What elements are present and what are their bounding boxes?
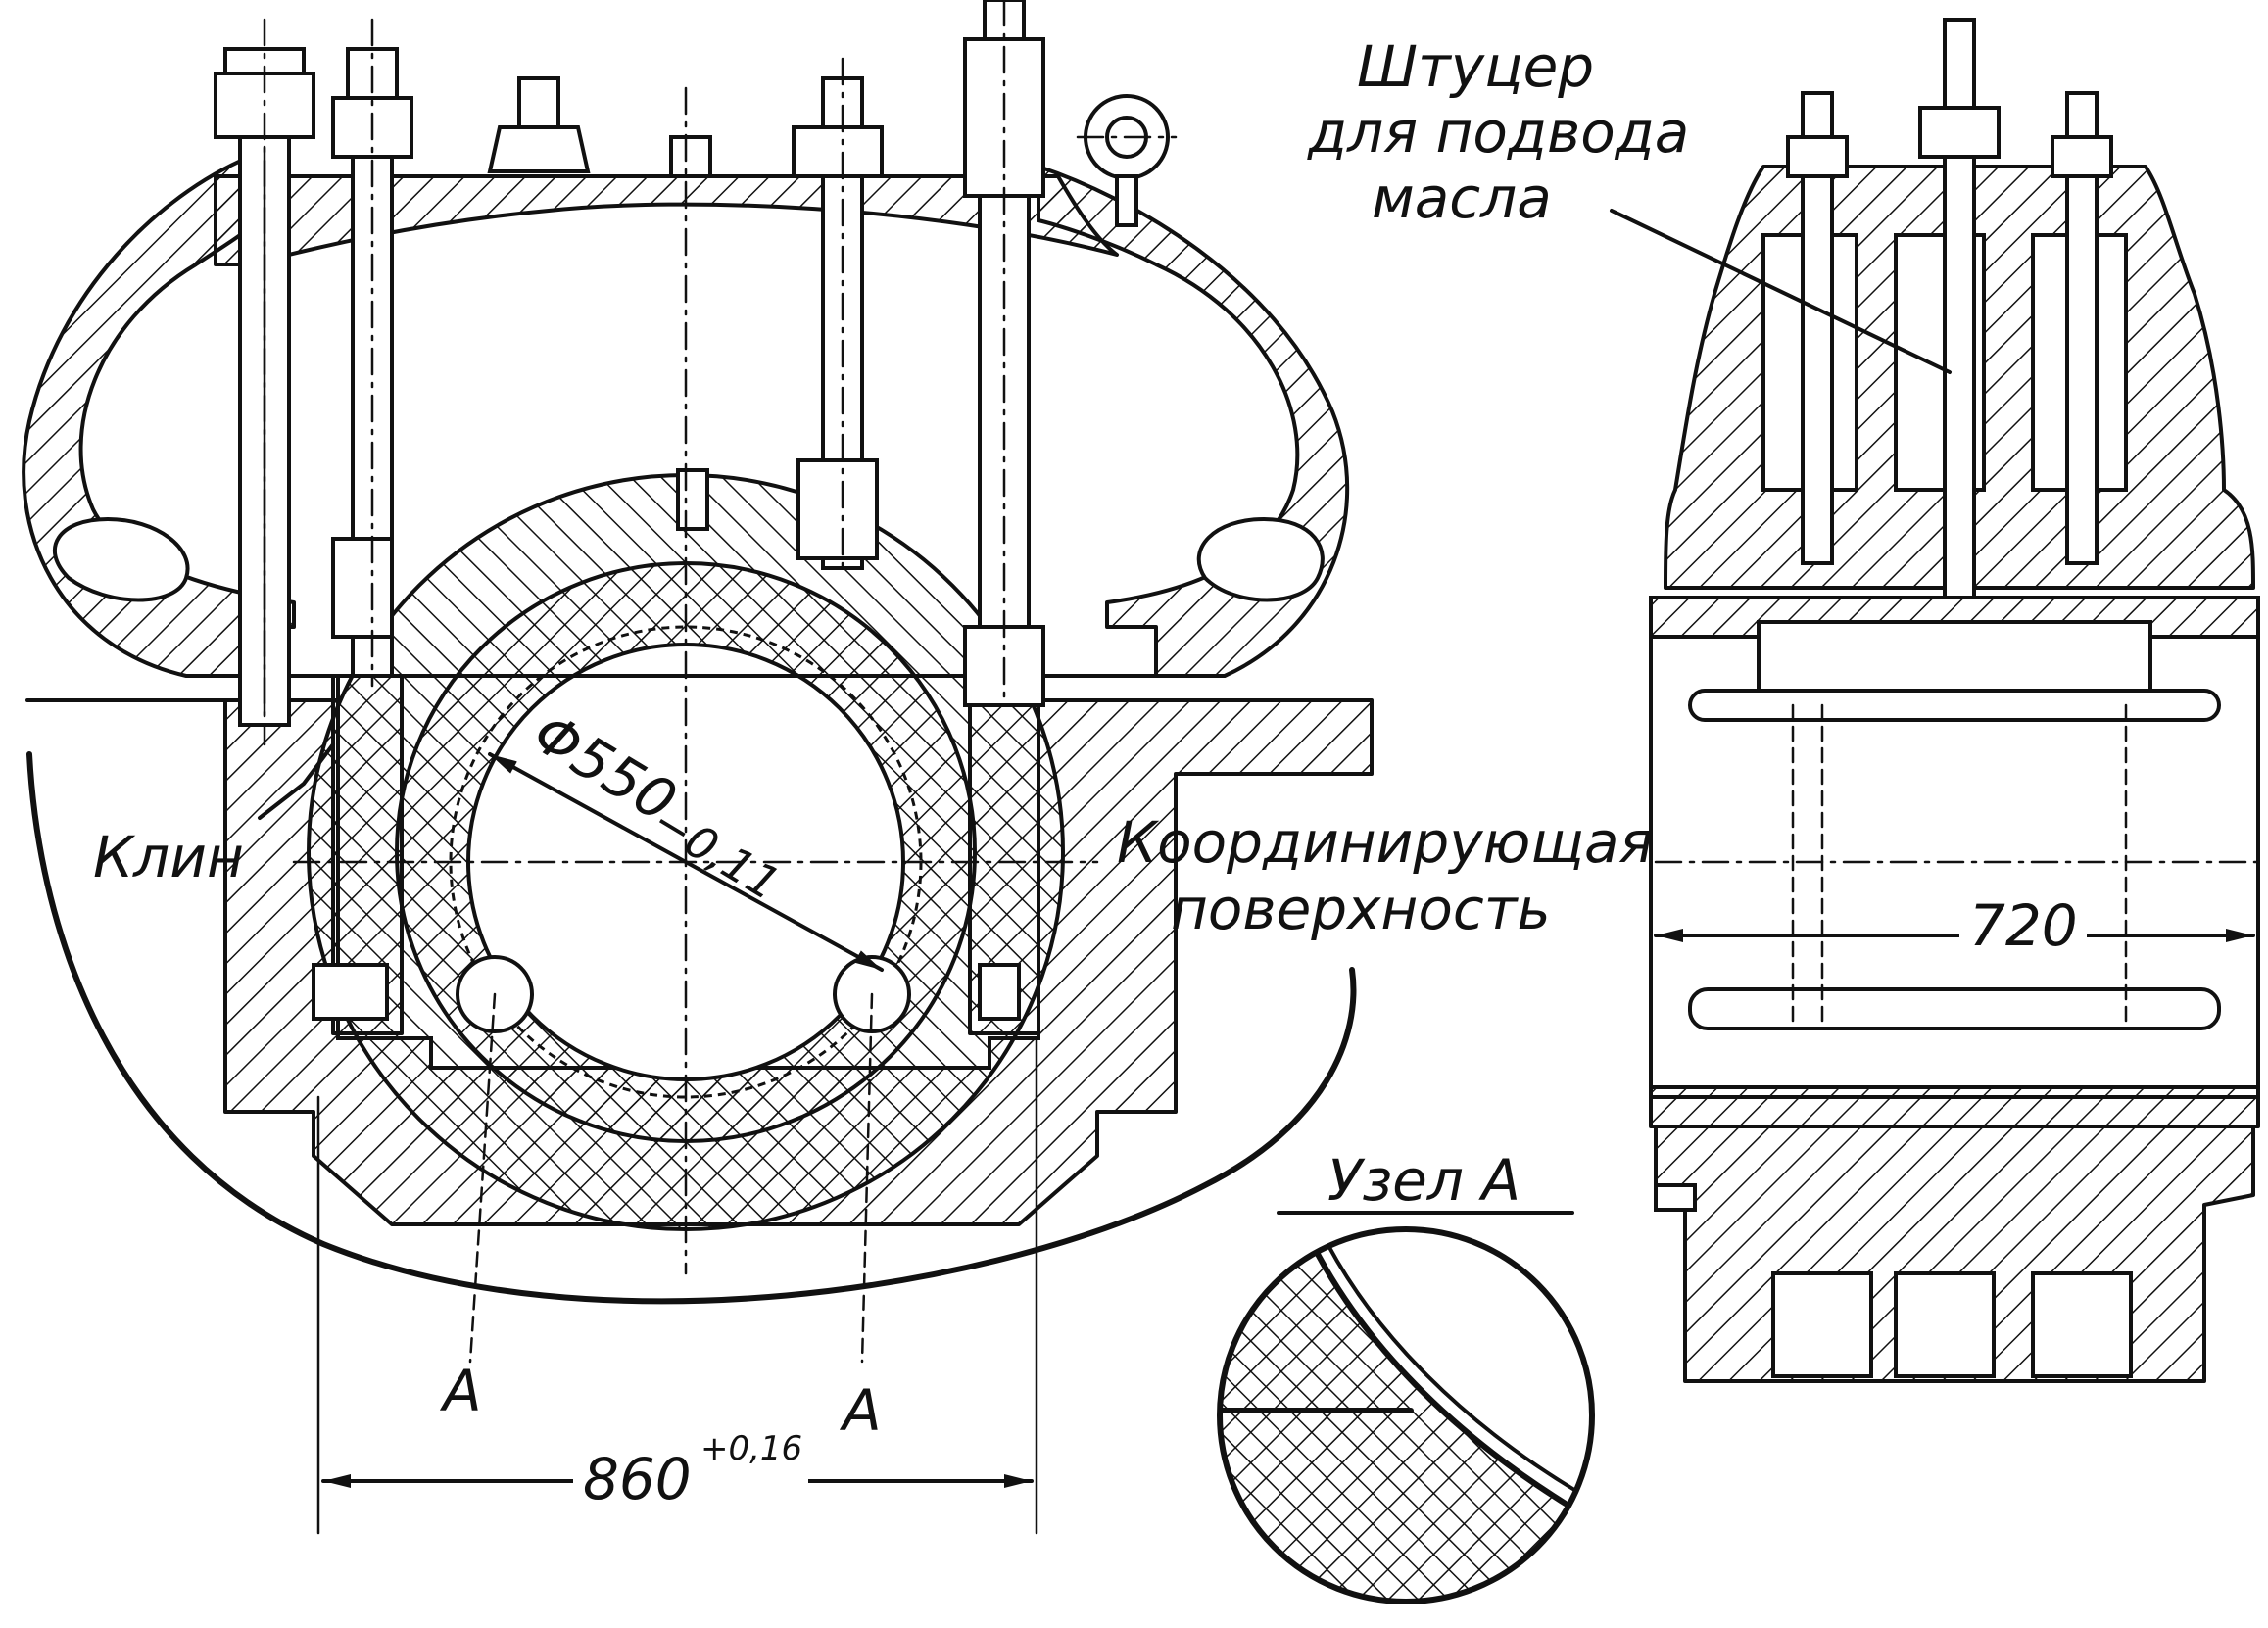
oil-fitting-leader	[1610, 209, 1952, 374]
oil-fitting-label-2: для подвода	[1307, 99, 1689, 166]
oil-fitting-label-1: Штуцер	[1357, 33, 1594, 100]
foundation-outline	[26, 751, 1357, 1305]
detail-circle	[1217, 1226, 1595, 1604]
side-nut-3	[2051, 135, 2113, 178]
bore-diameter-line	[488, 752, 884, 972]
cap-hollow-right	[1196, 516, 1325, 602]
dim-860-gap	[573, 1440, 808, 1508]
dim-860-value: 860	[583, 1446, 692, 1512]
side-fixing-bolt	[1654, 1183, 1697, 1212]
side-nut-2	[1918, 106, 2001, 159]
cap-hollow-left	[52, 516, 190, 602]
cap-nut-center	[487, 76, 591, 173]
coordinating-surface-label-1: Координирующая	[1117, 809, 1653, 876]
side-view: Штуцер для подвода масла 720	[1307, 18, 2265, 1383]
side-base-pocket-2	[1894, 1271, 1996, 1378]
dim-720-gap	[1959, 891, 2087, 950]
section-mark-right: А	[839, 1377, 882, 1444]
side-groove-top	[1688, 689, 2221, 722]
front-view: Клин Координирующая поверхность Φ550 −0,…	[22, 0, 1653, 1535]
side-nut-1	[1786, 135, 1849, 178]
oil-fitting-label-3: масла	[1372, 165, 1552, 231]
section-mark-left: А	[439, 1358, 482, 1424]
wedge-foot-right	[978, 963, 1021, 1021]
wedge-leader	[258, 742, 335, 820]
dim-860-tolerance: +0,16	[700, 1429, 802, 1468]
wedge-foot-left	[312, 963, 389, 1021]
wedge-label: Клин	[93, 824, 244, 890]
stud-3	[792, 76, 884, 570]
side-groove-bottom	[1688, 987, 2221, 1030]
dim-720-value: 720	[1969, 892, 2078, 959]
coordinating-surface-label-2: поверхность	[1171, 876, 1551, 942]
plug-center	[669, 135, 712, 531]
section-line-right	[860, 992, 874, 1364]
detail-a: Узел А	[1217, 1147, 1595, 1604]
section-line-left	[468, 992, 497, 1364]
stud-2	[331, 47, 413, 678]
side-liner-bottom-band	[1649, 1085, 2260, 1128]
detail-title: Узел А	[1327, 1147, 1520, 1214]
side-base-pocket-1	[1771, 1271, 1873, 1378]
side-base-pocket-3	[2031, 1271, 2133, 1378]
